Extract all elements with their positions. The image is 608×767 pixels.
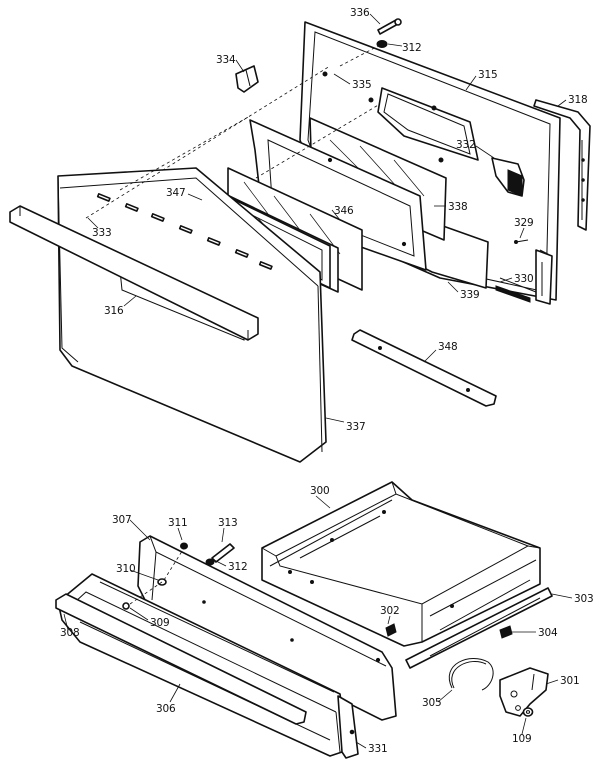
callout-308: 308: [60, 627, 79, 639]
callout-346: 346: [334, 205, 354, 217]
end-cap-331: [337, 695, 359, 759]
callout-312-top: 312: [402, 42, 421, 54]
drawer-front-307: [137, 535, 397, 721]
callout-307: 307: [112, 514, 131, 526]
callout-316: 316: [104, 305, 124, 317]
clip-334: [235, 65, 259, 93]
assembly-lines-lower: [129, 547, 185, 605]
nut-109: [522, 707, 534, 717]
callout-330: 330: [514, 273, 533, 285]
callout-109: 109: [512, 733, 531, 745]
callout-335: 335: [352, 79, 371, 91]
callout-334: 334: [216, 54, 236, 66]
outer-door-337: [57, 167, 327, 463]
assembly-lines-upper: [85, 43, 383, 219]
callout-318: 318: [568, 94, 587, 106]
callout-312-lower: 312: [228, 561, 247, 573]
vent-slots: [96, 193, 273, 270]
hinge-bracket-332: [491, 157, 525, 197]
callout-339: 339: [460, 289, 479, 301]
door-handle-333: [9, 205, 259, 341]
callout-332: 332: [456, 139, 475, 151]
callout-336: 336: [350, 7, 370, 19]
stop-302: [385, 623, 397, 637]
hinge-330: [495, 249, 553, 305]
callout-304: 304: [538, 627, 558, 639]
callout-333: 333: [92, 227, 111, 239]
callout-313: 313: [218, 517, 237, 529]
callout-315: 315: [478, 69, 497, 81]
callout-303: 303: [574, 593, 593, 605]
clip-304: [499, 625, 513, 639]
callout-309: 309: [150, 617, 169, 629]
washer-312-lower: [205, 558, 215, 566]
drawer-body-300: [261, 481, 541, 647]
callout-310: 310: [116, 563, 135, 575]
callout-331: 331: [368, 743, 387, 755]
trim-strip-348: [351, 329, 497, 407]
leader-lines: [63, 13, 573, 749]
callout-305: 305: [422, 697, 441, 709]
callout-301: 301: [560, 675, 579, 687]
screw-329: [514, 239, 529, 244]
callout-348: 348: [438, 341, 457, 353]
callout-311: 311: [168, 517, 187, 529]
spring-305: [448, 657, 494, 691]
washer-312-top: [376, 40, 388, 48]
hinge-strip-318: [533, 99, 591, 231]
callout-337: 337: [346, 421, 365, 433]
nut-311: [180, 542, 188, 550]
callout-338: 338: [448, 201, 467, 213]
callout-300: 300: [310, 485, 329, 497]
screw-336: [377, 18, 402, 35]
callout-306: 306: [156, 703, 176, 715]
bracket-301: [499, 667, 549, 717]
callout-302: 302: [380, 605, 399, 617]
screw-309: [122, 602, 130, 610]
drawer-slide-303: [405, 587, 553, 669]
outer-drawer-panel-306: [55, 573, 359, 759]
screw-313: [211, 543, 235, 563]
callout-329: 329: [514, 217, 533, 229]
callout-labels: 336 312 334 335 315 318 332 347 346 338 …: [60, 7, 594, 755]
callout-347: 347: [166, 187, 185, 199]
